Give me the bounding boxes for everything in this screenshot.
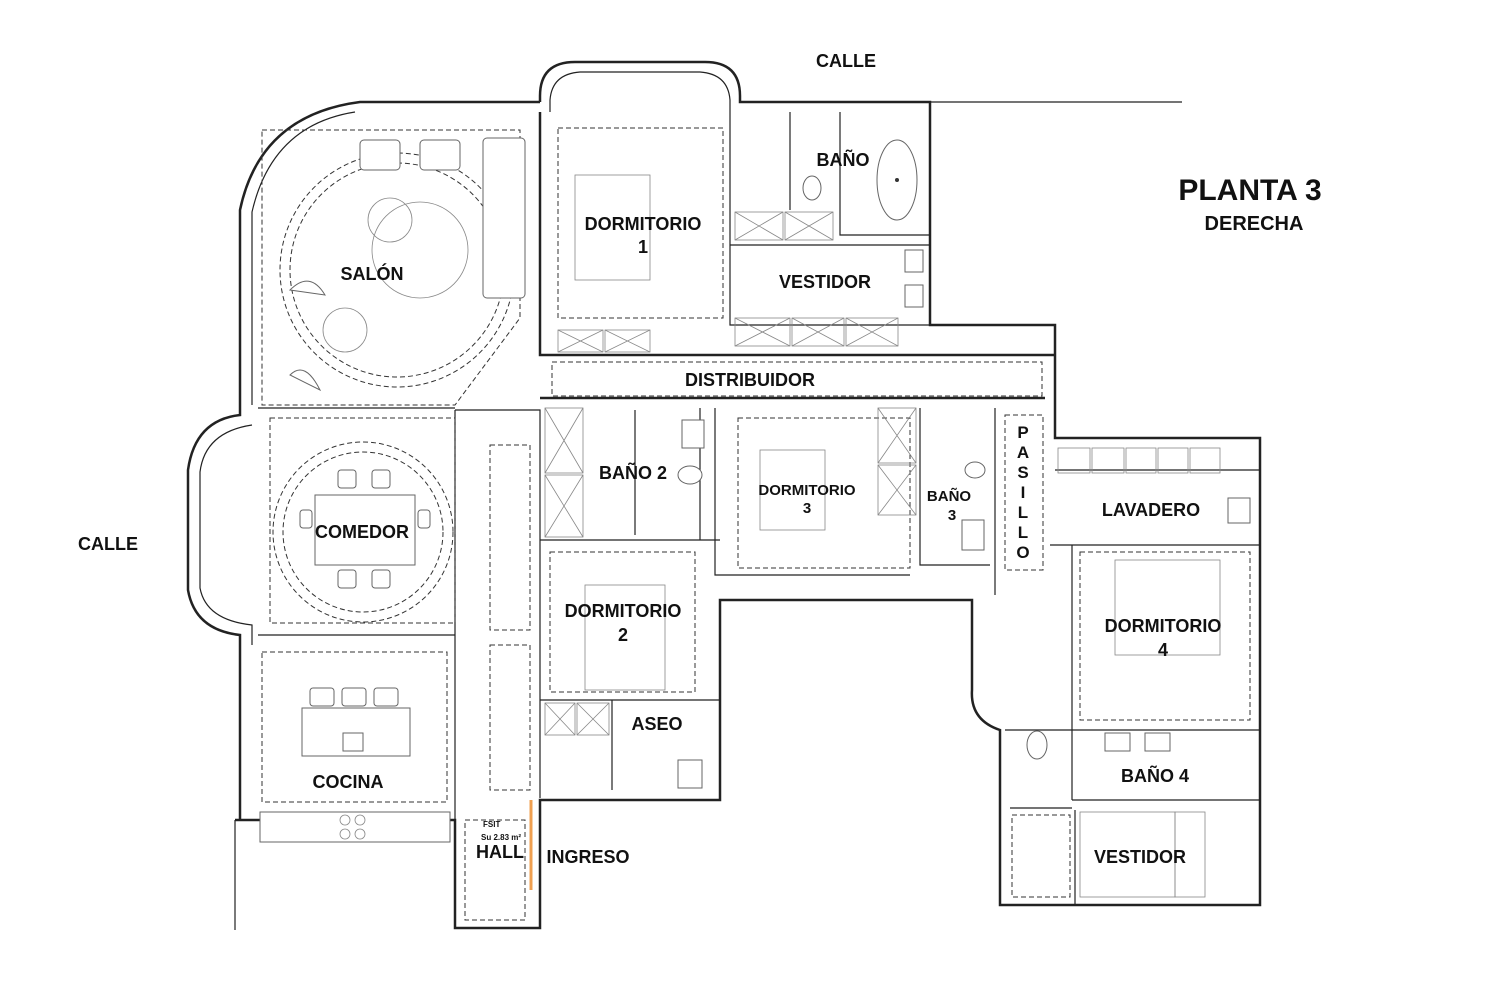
room-dormitorio3-l1: DORMITORIO	[758, 482, 856, 499]
room-vestidor1: VESTIDOR	[779, 272, 871, 292]
room-vestidor4: VESTIDOR	[1094, 847, 1186, 867]
room-hall: HALL	[476, 842, 524, 862]
exterior-walls	[186, 60, 1262, 930]
interior-walls	[258, 112, 1260, 905]
room-dormitorio4-l1: DORMITORIO	[1105, 616, 1222, 636]
title-sub: DERECHA	[1205, 213, 1304, 235]
room-bano2: BAÑO 2	[599, 462, 667, 483]
pasillo-s: S	[1017, 463, 1028, 482]
title-main: PLANTA 3	[1178, 174, 1321, 207]
room-bano4: BAÑO 4	[1121, 765, 1189, 786]
labels: PLANTA 3 DERECHA CALLE CALLE SALÓN COMED…	[78, 51, 1322, 867]
street-left: CALLE	[78, 534, 138, 554]
room-bano3-l1: BAÑO	[927, 487, 971, 505]
street-top: CALLE	[816, 51, 876, 71]
pasillo-l2: L	[1018, 523, 1028, 542]
room-dormitorio2-l2: 2	[618, 625, 628, 645]
room-ingreso: INGRESO	[546, 847, 629, 867]
room-aseo: ASEO	[631, 714, 682, 734]
room-lavadero: LAVADERO	[1102, 500, 1200, 520]
hall-area: Su 2.83 m²	[481, 833, 521, 842]
room-salon: SALÓN	[341, 263, 404, 284]
pasillo-o: O	[1016, 543, 1029, 562]
room-dormitorio2-l1: DORMITORIO	[565, 601, 682, 621]
room-comedor: COMEDOR	[315, 522, 409, 542]
room-dormitorio1-l1: DORMITORIO	[585, 214, 702, 234]
pasillo-l1: L	[1018, 503, 1028, 522]
room-bano3-l2: 3	[948, 507, 956, 524]
room-cocina: COCINA	[313, 772, 384, 792]
hall-code: FSIT	[483, 820, 500, 829]
room-distribuidor: DISTRIBUIDOR	[685, 370, 815, 390]
room-bano1: BAÑO	[817, 149, 870, 170]
pasillo-i: I	[1021, 483, 1026, 502]
room-dormitorio4-l2: 4	[1158, 640, 1168, 660]
pasillo-p: P	[1017, 423, 1028, 442]
room-dormitorio3-l2: 3	[803, 500, 811, 517]
room-dormitorio1-l2: 1	[638, 237, 648, 257]
pasillo-a: A	[1017, 443, 1029, 462]
furniture	[259, 137, 1251, 898]
